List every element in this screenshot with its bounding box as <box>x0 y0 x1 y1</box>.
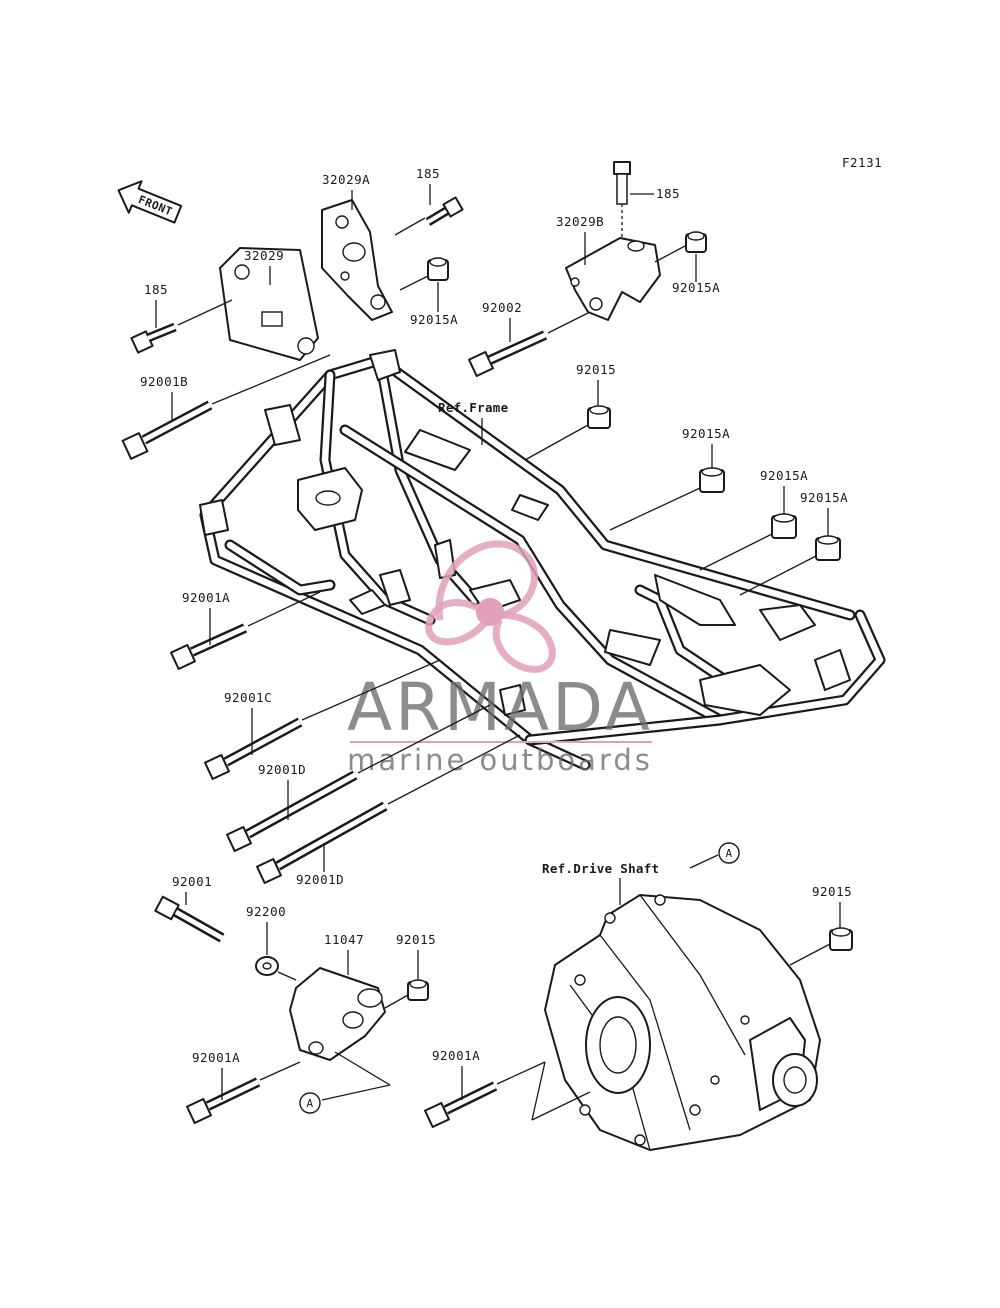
frame-drawing <box>199 349 886 771</box>
watermark-brand: ARMADA <box>347 669 653 746</box>
part-labels: F2131 32029A 185 185 32029B 32029 185 92… <box>140 155 882 1100</box>
part-label: 92002 <box>482 300 522 315</box>
watermark: ARMADA marine outboards <box>347 540 653 777</box>
diagram-code: F2131 <box>842 155 882 170</box>
bolt-92001a-c <box>424 1061 546 1128</box>
washer-92200 <box>255 956 297 981</box>
bracket-32029b <box>565 237 661 321</box>
drive-shaft-housing <box>544 894 821 1151</box>
bolt-185-a <box>394 196 464 236</box>
bolt-185-c <box>130 299 233 354</box>
part-label: 92015 <box>396 932 436 947</box>
part-label: 32029A <box>322 172 370 187</box>
part-label: 185 <box>656 186 680 201</box>
nut-92015a-c <box>609 467 725 531</box>
part-label: 92015A <box>410 312 458 327</box>
bracket-32029a <box>321 199 393 321</box>
nut-92015-b <box>384 979 429 1009</box>
part-label: 92001D <box>296 872 344 887</box>
nut-92015a-a <box>399 257 449 291</box>
bolt-92001a-a <box>170 591 321 670</box>
part-label: 92001A <box>192 1050 240 1065</box>
part-label: 92001 <box>172 874 212 889</box>
part-label: 185 <box>416 166 440 181</box>
bracket-11047 <box>289 967 386 1061</box>
bolt-92001a-b <box>186 1061 301 1124</box>
ref-drive-shaft-label: Ref.Drive Shaft <box>542 861 659 876</box>
part-label: 92015A <box>672 280 720 295</box>
bolt-92001 <box>154 895 225 943</box>
part-label: 92015 <box>812 884 852 899</box>
armada-logo-icon <box>425 540 556 673</box>
bolt-185-b <box>613 161 631 238</box>
callout-a-bottom: A <box>299 1092 321 1114</box>
callout-a-top: A <box>718 842 740 864</box>
bracket-32029 <box>219 247 319 361</box>
part-label: 32029B <box>556 214 604 229</box>
part-label: 92001A <box>432 1048 480 1063</box>
nut-92015a-e <box>739 535 841 596</box>
part-label: 11047 <box>324 932 364 947</box>
bolt-92002 <box>468 311 591 377</box>
bolt-92001d-b <box>256 734 521 884</box>
part-label: 92001D <box>258 762 306 777</box>
part-label: 92015A <box>682 426 730 441</box>
bolt-92001d-a <box>226 704 491 852</box>
part-label: 32029 <box>244 248 284 263</box>
bolt-92001c <box>204 659 441 780</box>
part-label: 92015 <box>576 362 616 377</box>
nut-92015-a <box>524 405 611 461</box>
part-label: 92001A <box>182 590 230 605</box>
nut-92015-c <box>789 927 853 966</box>
svg-text:A: A <box>306 1097 313 1110</box>
nut-92015a-b <box>654 231 707 263</box>
part-label: 92001B <box>140 374 188 389</box>
ref-frame-label: Ref.Frame <box>438 400 509 415</box>
part-label: 92015A <box>760 468 808 483</box>
nut-92015a-d <box>699 513 797 571</box>
svg-text:A: A <box>725 847 732 860</box>
part-label: 92015A <box>800 490 848 505</box>
watermark-tagline: marine outboards <box>347 743 653 777</box>
part-label: 92200 <box>246 904 286 919</box>
bolt-92001b <box>121 354 331 460</box>
part-label: 92001C <box>224 690 272 705</box>
part-label: 185 <box>144 282 168 297</box>
front-arrow-icon: FRONT <box>117 180 183 224</box>
